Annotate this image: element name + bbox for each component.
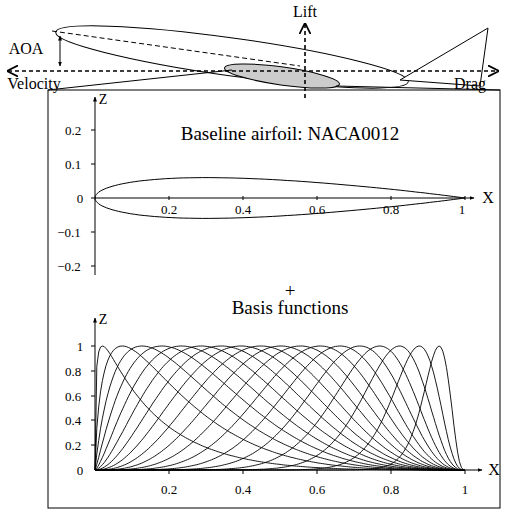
- force-label: Velocity: [7, 76, 60, 92]
- aoa-arrow: [60, 36, 61, 66]
- basis-curve: [95, 346, 465, 470]
- basis-curves: [95, 346, 465, 470]
- axis-label: 0: [77, 192, 84, 205]
- lift-arrow: [304, 24, 306, 98]
- basis-curve: [95, 346, 465, 470]
- axis-label: 0.2: [161, 483, 177, 496]
- body-axis: [52, 31, 300, 66]
- aircraft: [53, 13, 488, 100]
- axis-label: −0.2: [57, 260, 81, 273]
- axis-label: 0.6: [309, 203, 325, 216]
- basis-curve: [95, 346, 465, 470]
- axis-label: 0.8: [65, 365, 81, 378]
- force-label: Drag: [454, 76, 486, 92]
- basis-curve: [95, 346, 465, 470]
- basis-curve: [95, 346, 465, 470]
- basis-curve: [95, 346, 465, 470]
- basis-curve: [95, 346, 465, 470]
- axis-label: 0.2: [161, 203, 177, 216]
- plot-axes: [91, 318, 482, 474]
- force-label: Lift: [293, 4, 317, 20]
- basis-curve: [95, 346, 465, 470]
- force-label: AOA: [9, 41, 44, 57]
- velocity-drag-arrow: [8, 70, 498, 72]
- axis-label: 1: [77, 340, 84, 353]
- axis-label: 0.4: [235, 203, 251, 216]
- plot-title: Basis functions: [232, 298, 349, 317]
- plot-axes: [91, 97, 474, 275]
- basis-curve: [95, 346, 465, 470]
- axis-label: −0.1: [57, 226, 81, 239]
- axis-label: 0.4: [235, 483, 251, 496]
- basis-curve: [95, 346, 465, 470]
- axis-label: X: [488, 462, 500, 478]
- axis-label: 0.8: [383, 203, 399, 216]
- basis-curve: [95, 346, 465, 470]
- axis-label: X: [482, 190, 494, 206]
- basis-curve: [95, 346, 465, 470]
- plot-title: Baseline airfoil: NACA0012: [181, 124, 399, 143]
- axis-label: 0.1: [65, 158, 81, 171]
- basis-curve: [95, 346, 465, 470]
- axis-label: Z: [99, 313, 108, 327]
- basis-curve: [95, 346, 465, 470]
- zoom-line: [48, 70, 232, 90]
- axis-label: 0: [77, 464, 84, 477]
- basis-curve: [95, 346, 465, 470]
- axis-label: 1: [462, 483, 469, 496]
- axis-label: Z: [99, 93, 108, 107]
- axis-label: 0.2: [65, 439, 81, 452]
- axis-label: 0.6: [309, 483, 325, 496]
- axis-label: 0.2: [65, 124, 81, 137]
- airfoil-curve: [95, 178, 465, 219]
- basis-curve: [95, 346, 465, 470]
- axis-label: 1: [459, 203, 466, 216]
- basis-curve: [95, 346, 465, 470]
- axis-label: 0.4: [65, 414, 81, 427]
- axis-label: 0.8: [383, 483, 399, 496]
- axis-label: 0.6: [65, 390, 81, 403]
- inset-frame: [48, 90, 500, 508]
- basis-curve: [95, 346, 465, 470]
